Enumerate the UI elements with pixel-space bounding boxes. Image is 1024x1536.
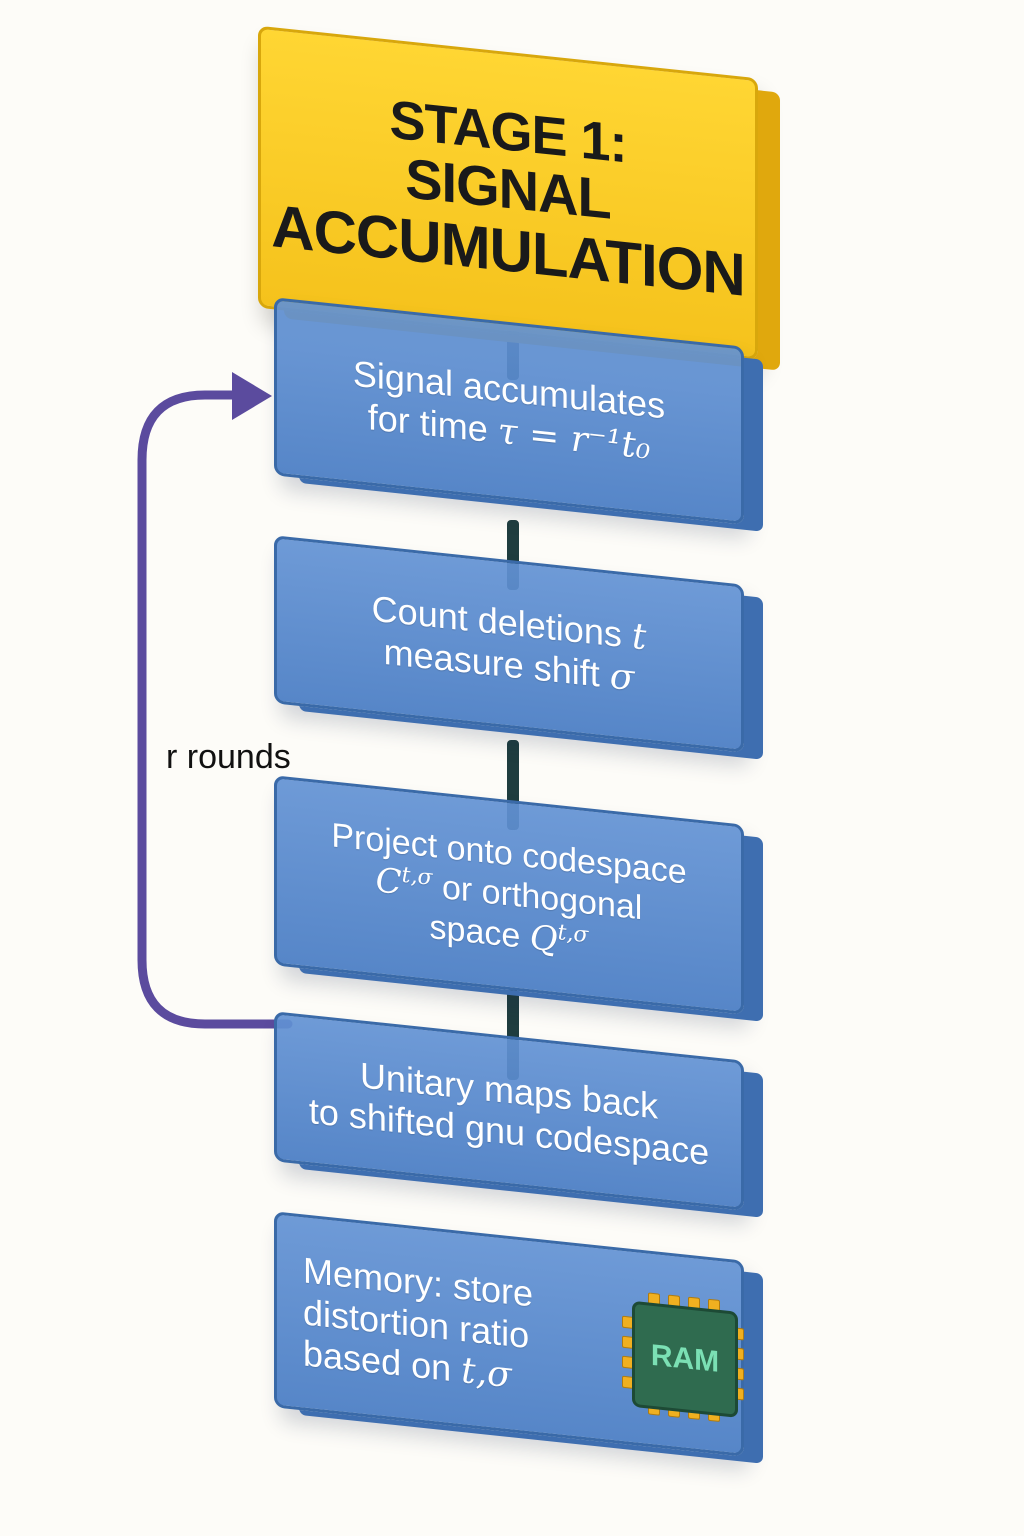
- loop-arrow-path: [137, 390, 293, 1029]
- loop-arrowhead-icon: [232, 372, 272, 420]
- step3-line3-text: space: [429, 907, 530, 957]
- step3-line3-math: Q: [529, 917, 558, 960]
- step2-line2-math: σ: [609, 655, 635, 700]
- ram-label: RAM: [632, 1300, 738, 1418]
- step3-line2-sup: t,σ: [401, 862, 433, 892]
- stage-header-text: STAGE 1: SIGNAL ACCUMULATION: [271, 79, 744, 309]
- step2-line1-math: t: [631, 615, 647, 659]
- loop-label: r rounds: [166, 738, 291, 776]
- step3-line2-math: C: [375, 860, 402, 904]
- step5-line3-math: t,σ: [461, 1350, 512, 1397]
- ram-chip-icon: RAM: [622, 1290, 744, 1423]
- step3-line3-sup: t,σ: [557, 919, 589, 948]
